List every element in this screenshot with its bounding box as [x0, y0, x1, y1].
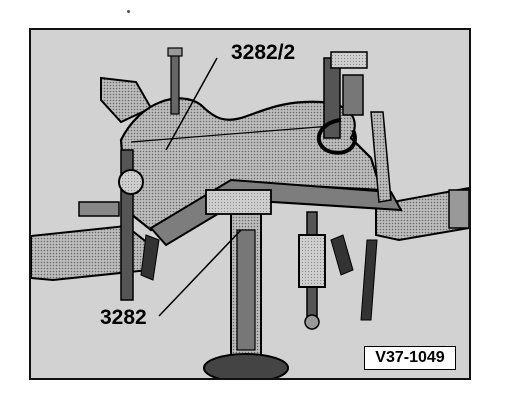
figure-frame: 3282/2 3282 V37-1049 — [29, 28, 471, 380]
support-column — [203, 189, 289, 378]
threaded-spindle — [167, 47, 183, 115]
leader-line-lower — [158, 229, 242, 317]
left-hanger-rod — [78, 149, 160, 301]
right-lever — [330, 111, 392, 321]
figure-reference-code: V37-1049 — [364, 346, 456, 370]
turnbuckle — [298, 211, 326, 330]
callout-label-upper: 3282/2 — [231, 41, 296, 64]
leader-line-upper — [165, 57, 218, 151]
callout-label-lower: 3282 — [100, 306, 147, 329]
hook-clamp — [316, 51, 368, 155]
right-support-arm — [375, 186, 469, 242]
scan-speck — [127, 10, 130, 13]
fixture-illustration — [31, 30, 469, 378]
